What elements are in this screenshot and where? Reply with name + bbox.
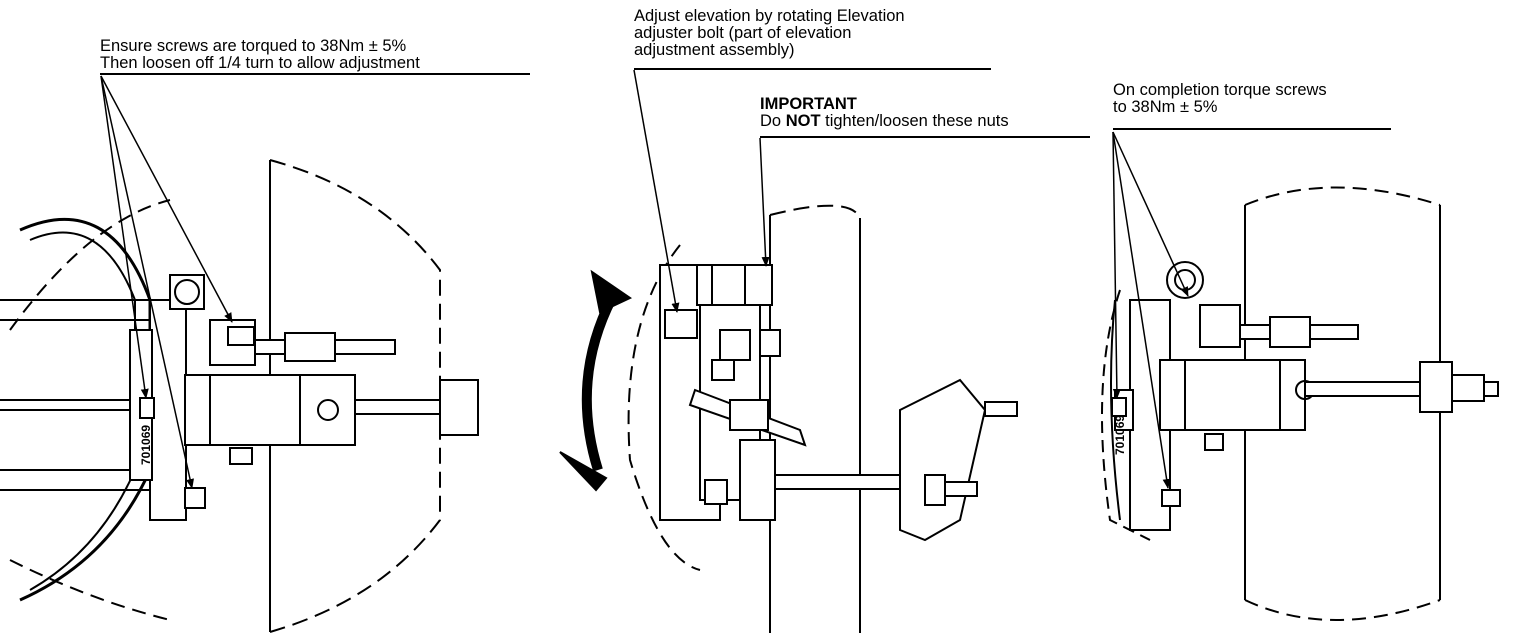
center-assembly: [559, 204, 1018, 633]
warning-suffix: tighten/loosen these nuts: [820, 112, 1009, 130]
center-dish-arc: [627, 244, 701, 571]
left-instruction-line1: Ensure screws are torqued to 38Nm ± 5%: [100, 37, 407, 55]
right-instruction: On completion torque screws to 38Nm ± 5%: [1113, 82, 1327, 116]
left-leader-rule: [100, 73, 530, 75]
center-u-clamp: [899, 378, 987, 542]
right-instruction-line1: On completion torque screws: [1113, 81, 1327, 99]
left-instruction: Ensure screws are torqued to 38Nm ± 5% T…: [100, 38, 420, 72]
important-leader-rule: [760, 136, 1090, 138]
left-part-number: 701069: [139, 425, 153, 465]
warning-text: Do NOT tighten/loosen these nuts: [760, 113, 1009, 130]
left-dish-arc: [9, 199, 171, 331]
center-pole-outline: [769, 204, 861, 633]
center-instruction-line3: adjustment assembly): [634, 41, 795, 59]
left-assembly: [0, 159, 479, 633]
left-clamp-block: [184, 374, 356, 446]
important-note: IMPORTANT Do NOT tighten/loosen these nu…: [760, 96, 1009, 130]
important-heading: IMPORTANT: [760, 95, 857, 113]
right-leader-rule: [1113, 128, 1391, 130]
warning-prefix: Do: [760, 112, 786, 130]
right-assembly: [1101, 186, 1499, 621]
right-part-number: 701069: [1113, 415, 1127, 455]
center-leaders: [633, 69, 770, 313]
right-pole-outline: [1244, 186, 1441, 206]
elevation-rotation-arrow: [581, 295, 617, 472]
center-leader-rule: [634, 68, 991, 70]
center-instruction: Adjust elevation by rotating Elevation a…: [634, 8, 905, 59]
warning-emphasis: NOT: [785, 112, 821, 130]
elevation-adjuster-bolt: [664, 309, 698, 339]
left-instruction-line2: Then loosen off 1/4 turn to allow adjust…: [100, 54, 420, 72]
right-clamp-block: [1159, 359, 1306, 431]
left-mount-plate: [149, 299, 187, 521]
center-instruction-line2: adjuster bolt (part of elevation: [634, 24, 852, 42]
right-leaders: [1112, 131, 1189, 489]
center-instruction-line1: Adjust elevation by rotating Elevation: [634, 7, 905, 25]
left-leaders: [100, 75, 233, 489]
right-instruction-line2: to 38Nm ± 5%: [1113, 98, 1218, 116]
